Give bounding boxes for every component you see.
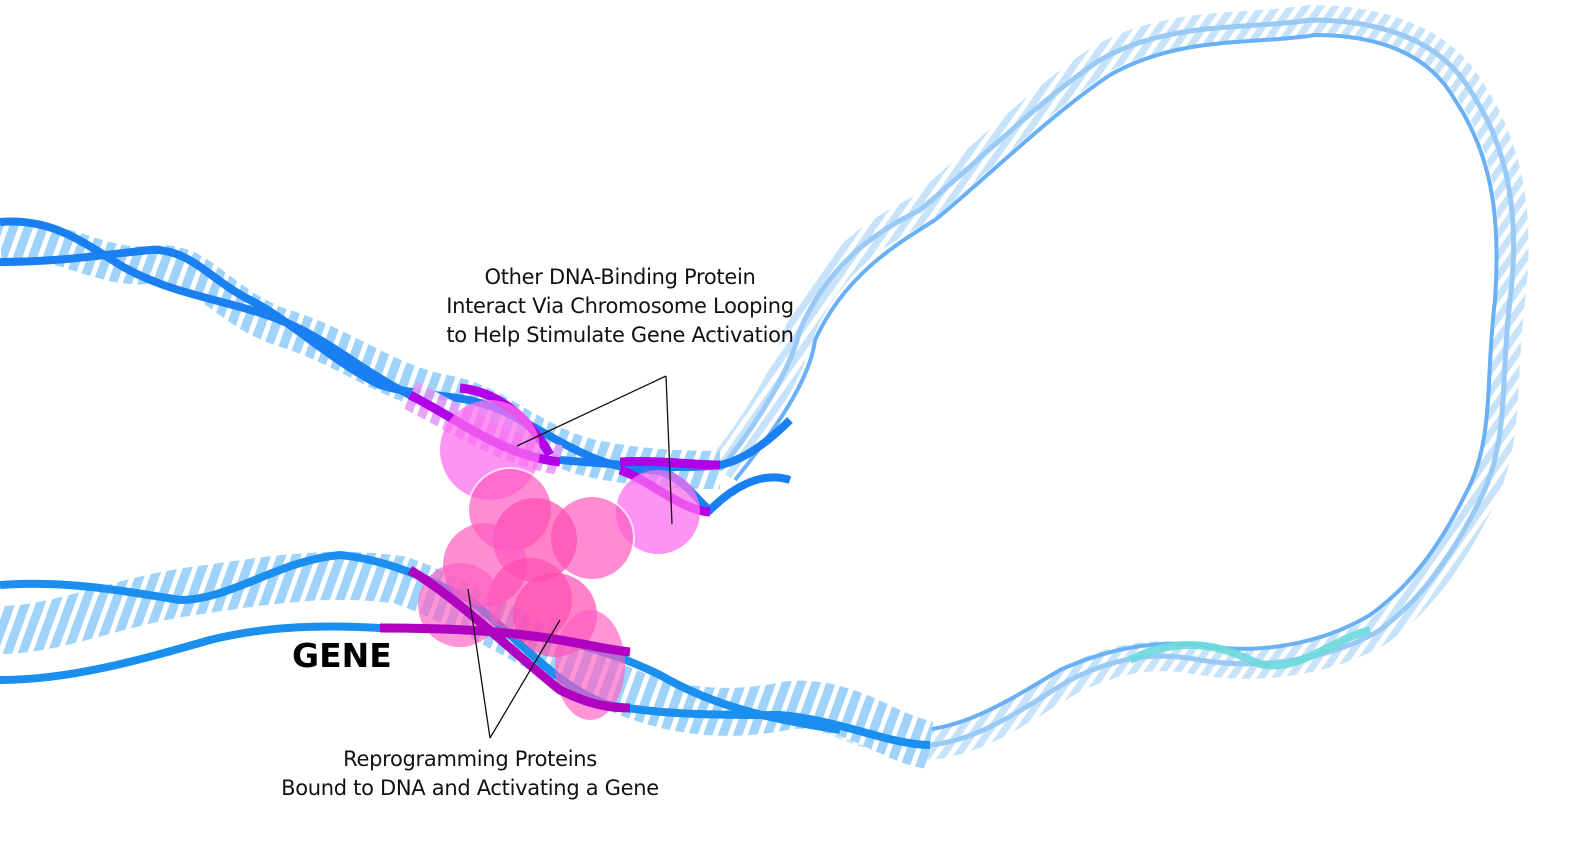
- cyan-dna-segment: [1128, 626, 1372, 670]
- annotation-reprogramming-proteins: Reprogramming Proteins Bound to DNA and …: [270, 745, 670, 803]
- annotation-line: Interact Via Chromosome Looping: [446, 294, 794, 318]
- callout-lines-bottom: [467, 588, 561, 739]
- protein-cluster: [418, 400, 700, 720]
- annotation-chromosome-looping: Other DNA-Binding Protein Interact Via C…: [440, 263, 800, 350]
- annotation-line: to Help Stimulate Gene Activation: [446, 323, 794, 347]
- gene-label: GENE: [292, 636, 392, 675]
- protein-circle: [616, 470, 700, 554]
- callout-lines-top: [516, 375, 673, 525]
- annotation-line: Bound to DNA and Activating a Gene: [281, 776, 659, 800]
- chromosome-loop: [708, 4, 1529, 761]
- annotation-line: Other DNA-Binding Protein: [484, 265, 756, 289]
- gene-segment: [379, 566, 631, 713]
- annotation-line: Reprogramming Proteins: [343, 747, 597, 771]
